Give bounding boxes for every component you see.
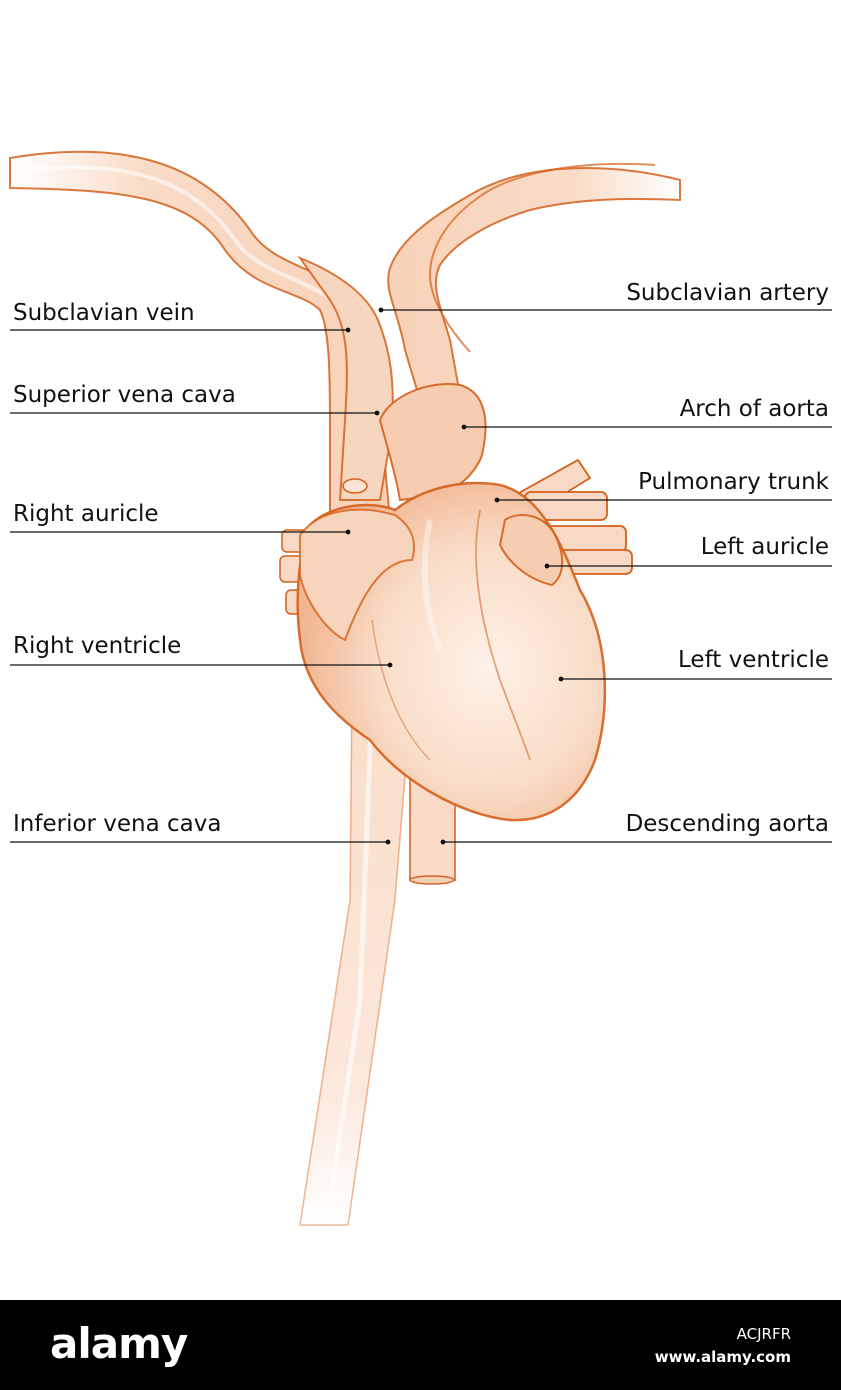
label-pulmonary-trunk: Pulmonary trunk [638, 468, 829, 496]
label-left-auricle: Left auricle [701, 533, 829, 561]
alamy-logo: alamy [50, 1314, 187, 1374]
label-superior-vena-cava: Superior vena cava [13, 381, 236, 409]
label-right-ventricle: Right ventricle [13, 632, 181, 660]
label-subclavian-artery: Subclavian artery [626, 279, 829, 307]
image-id-text: ACJRFR [737, 1325, 791, 1343]
label-descending-aorta: Descending aorta [626, 810, 829, 838]
label-left-ventricle: Left ventricle [678, 646, 829, 674]
site-url-text: www.alamy.com [655, 1348, 791, 1366]
subclavian-vein-shape [10, 152, 390, 520]
label-subclavian-vein: Subclavian vein [13, 299, 195, 327]
label-right-auricle: Right auricle [13, 500, 159, 528]
label-inferior-vena-cava: Inferior vena cava [13, 810, 221, 838]
footer-bar: alamy ACJRFR www.alamy.com [0, 1300, 841, 1390]
label-arch-of-aorta: Arch of aorta [680, 395, 829, 423]
inferior-vena-cava-shape [300, 690, 412, 1225]
